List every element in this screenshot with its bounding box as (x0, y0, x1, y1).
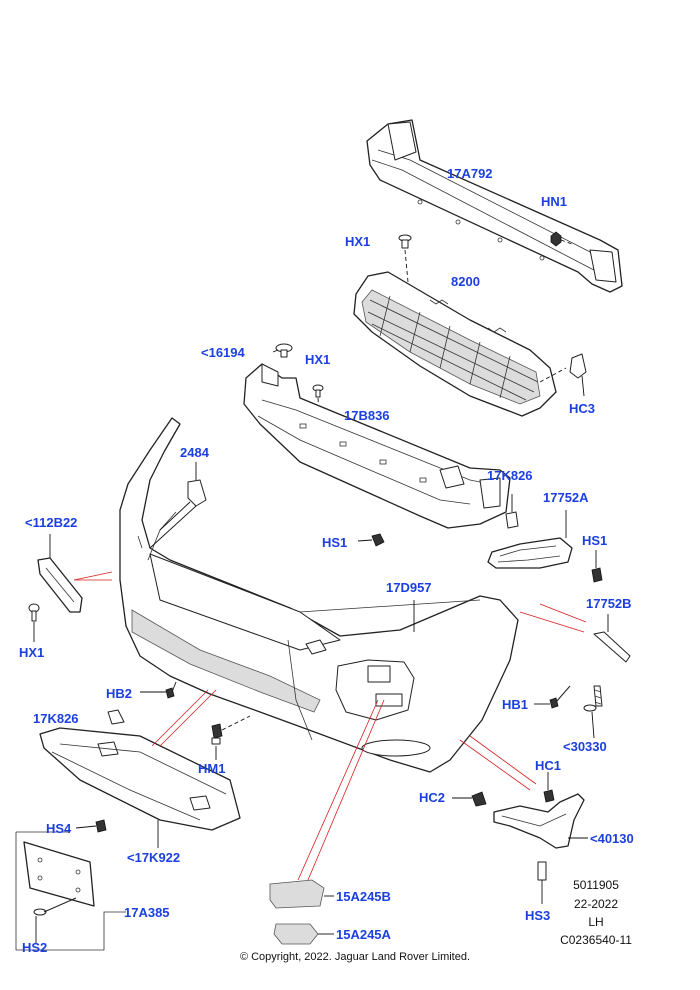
screw-hs4-part (75, 819, 107, 833)
callout-17k826-lower: 17K826 (33, 711, 79, 726)
diagram-number: 5011905 (573, 878, 619, 892)
callout-hn1: HN1 (541, 194, 567, 209)
callout-15a245b: 15A245B (336, 889, 391, 904)
side-indicator: LH (588, 915, 603, 929)
trim-17752b-part (593, 614, 631, 663)
clip-hc3-part (569, 353, 587, 397)
screw-30330-part (583, 685, 603, 739)
reference-block: 5011905 22-2022 LH C0236540-11 (560, 878, 632, 947)
callout-17b836: 17B836 (344, 408, 390, 423)
clip-hm1-part (211, 715, 251, 760)
callout-hs1-left: HS1 (322, 535, 347, 550)
callout-30330: <30330 (563, 739, 607, 754)
callout-hc1: HC1 (535, 758, 561, 773)
callout-8200: 8200 (451, 274, 480, 289)
screw-hs2-part (33, 897, 77, 944)
copyright-notice: © Copyright, 2022. Jaguar Land Rover Lim… (240, 951, 470, 963)
callout-16194: <16194 (201, 345, 246, 360)
bolt-hb2-part (140, 681, 177, 699)
reflector-112b22-part (37, 534, 83, 613)
callout-hs4: HS4 (46, 821, 72, 836)
callout-2484: 2484 (180, 445, 210, 460)
callout-hs2: HS2 (22, 940, 47, 955)
callout-hb2: HB2 (106, 686, 132, 701)
callout-15a245a: 15A245A (336, 927, 392, 942)
bracket-2484-part (149, 462, 207, 549)
callout-112b22: <112B22 (25, 515, 77, 530)
lamp-bezel-17752a-part (487, 510, 573, 569)
screw-hs1-right-part (591, 550, 603, 583)
bumper-beam-part (366, 119, 623, 293)
illustration-code: C0236540-11 (560, 933, 632, 947)
callout-hx1-lower: HX1 (19, 645, 44, 660)
screw-hs3-part (537, 861, 547, 904)
callout-hc2: HC2 (419, 790, 445, 805)
clip-17k826-lower-part (107, 709, 125, 725)
callout-hc3: HC3 (569, 401, 595, 416)
grille-15a245a-part (273, 923, 334, 945)
callout-labels: 17A792 HN1 HX1 8200 <16194 HX1 HC3 17B83… (19, 166, 634, 955)
year-range: 22-2022 (574, 897, 618, 911)
callout-hs1-right: HS1 (582, 533, 607, 548)
undertray-17k922-part (39, 727, 241, 848)
nut-hn1-part (550, 231, 573, 247)
guide-lines (73, 571, 587, 881)
plate-bracket-frame (15, 831, 126, 951)
callout-hm1: HM1 (198, 761, 225, 776)
callout-hs3: HS3 (525, 908, 550, 923)
callout-17k826-upper: 17K826 (487, 468, 533, 483)
callout-hx1-top: HX1 (345, 234, 370, 249)
clip-hc1-part (543, 772, 555, 803)
callout-hb1: HB1 (502, 697, 528, 712)
grille-15a245b-part (269, 879, 334, 909)
clip-hc2-part (452, 791, 487, 807)
bumper-reinforcement-part (243, 363, 511, 529)
bracket-40130-part (493, 793, 588, 849)
callout-17a792: 17A792 (447, 166, 493, 181)
grille-part (353, 271, 567, 417)
screw-hs1-left-part (357, 533, 385, 547)
bumper-cover-part (119, 417, 519, 773)
callout-hx1-mid: HX1 (305, 352, 330, 367)
clip-17k826-upper-part (505, 494, 519, 529)
callout-17752b: 17752B (586, 596, 632, 611)
clip-16194-part (272, 343, 293, 358)
callout-17d957: 17D957 (386, 580, 432, 595)
callout-17a385: 17A385 (124, 905, 170, 920)
clip-hx1-top-part (398, 234, 412, 283)
callout-40130: <40130 (590, 831, 634, 846)
callout-17752a: 17752A (543, 490, 589, 505)
bolt-hb1-part (534, 685, 571, 709)
plate-bracket-17a385-part (23, 841, 95, 907)
clip-hx1-lower-part (28, 603, 40, 642)
callout-17k922: <17K922 (127, 850, 180, 865)
